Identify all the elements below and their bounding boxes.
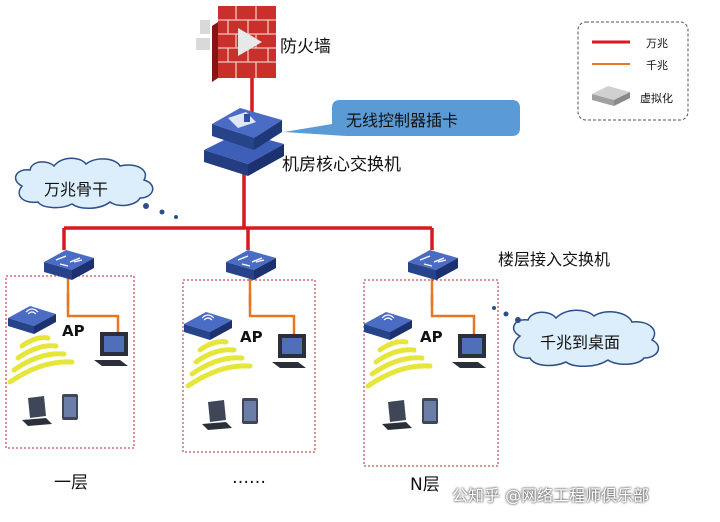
floor-switch-3-icon xyxy=(408,250,458,280)
legend-label-1g: 千兆 xyxy=(646,59,668,72)
wireless-controller-callout xyxy=(284,100,520,136)
ap-label-1: AP xyxy=(62,322,85,340)
ap-label-2: AP xyxy=(240,328,263,346)
gigabit-links xyxy=(66,278,476,336)
desktop-pc-2-icon xyxy=(272,334,306,368)
wireless-controller-label: 无线控制器插卡 xyxy=(346,111,459,130)
core-switch-icon xyxy=(204,108,284,176)
backbone-cloud xyxy=(14,157,154,209)
wifi-waves-1 xyxy=(7,335,75,385)
wifi-waves-2 xyxy=(185,339,253,389)
access-point-2-icon xyxy=(184,312,232,340)
laptop-3-icon xyxy=(382,400,412,430)
firewall-label: 防火墙 xyxy=(280,37,331,57)
desktop-pc-1-icon xyxy=(94,332,128,366)
watermark: 公知乎 @网络工程师俱乐部 xyxy=(452,486,650,505)
tablet-2-icon xyxy=(242,398,258,424)
floor-last-label: N层 xyxy=(410,475,440,495)
floor-zone-2 xyxy=(182,279,316,453)
backbone-label: 万兆骨干 xyxy=(44,180,109,199)
wifi-waves-3 xyxy=(365,339,433,389)
floor-middle-label: …… xyxy=(232,468,266,488)
laptop-1-icon xyxy=(22,396,52,426)
backbone-links xyxy=(62,72,434,250)
floor-switch-label: 楼层接入交换机 xyxy=(498,250,611,269)
virtual-switch-icon xyxy=(592,86,630,106)
firewall-icon xyxy=(196,6,276,82)
legend-label-10g: 万兆 xyxy=(646,37,668,50)
access-point-3-icon xyxy=(364,312,412,340)
gigabit-cloud xyxy=(512,309,660,367)
access-point-1-icon xyxy=(8,306,56,334)
legend xyxy=(577,21,689,121)
gigabit-desktop-label: 千兆到桌面 xyxy=(540,333,621,352)
floor-switch-1-icon xyxy=(44,250,94,280)
backbone-cloud-dots xyxy=(143,203,178,219)
tablet-3-icon xyxy=(422,398,438,424)
laptop-2-icon xyxy=(202,400,232,430)
core-switch-label: 机房核心交换机 xyxy=(282,155,401,175)
tablet-1-icon xyxy=(62,394,78,420)
gigabit-cloud-dots xyxy=(492,306,521,323)
ap-label-3: AP xyxy=(420,328,443,346)
floor-switch-2-icon xyxy=(226,250,276,280)
floor-first-label: 一层 xyxy=(54,473,88,493)
desktop-pc-3-icon xyxy=(452,334,486,368)
legend-label-virtual: 虚拟化 xyxy=(640,92,673,105)
